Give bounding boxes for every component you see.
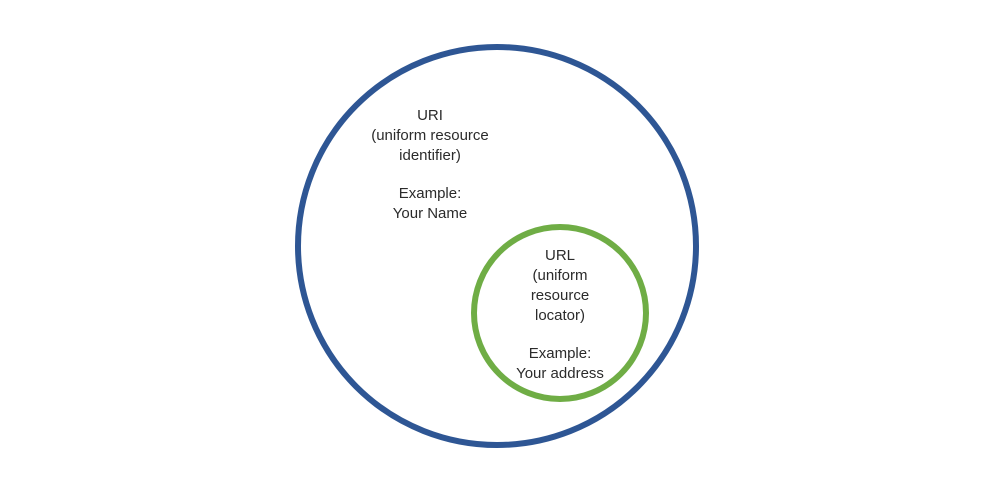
url-label: URL (uniform resource locator) Example: …: [490, 246, 630, 384]
url-expansion-line-1: (uniform: [532, 267, 588, 284]
url-title: URL: [544, 247, 575, 264]
url-expansion-line-2: resource: [530, 287, 590, 304]
url-expansion-line-3: locator): [534, 307, 586, 324]
uri-example-heading: Example:: [398, 185, 462, 202]
uri-circle: [295, 44, 699, 448]
uri-label: URI (uniform resource identifier) Exampl…: [320, 106, 540, 224]
uri-expansion-line-2: identifier): [399, 147, 461, 164]
url-circle: [471, 224, 649, 402]
uri-example-value: Your Name: [392, 205, 468, 222]
uri-expansion-line-1: (uniform resource: [371, 127, 489, 144]
spacer: [490, 326, 630, 344]
spacer: [320, 166, 540, 184]
url-example-value: Your address: [516, 365, 604, 382]
url-example-heading: Example:: [528, 345, 592, 362]
uri-title: URI: [417, 107, 443, 124]
